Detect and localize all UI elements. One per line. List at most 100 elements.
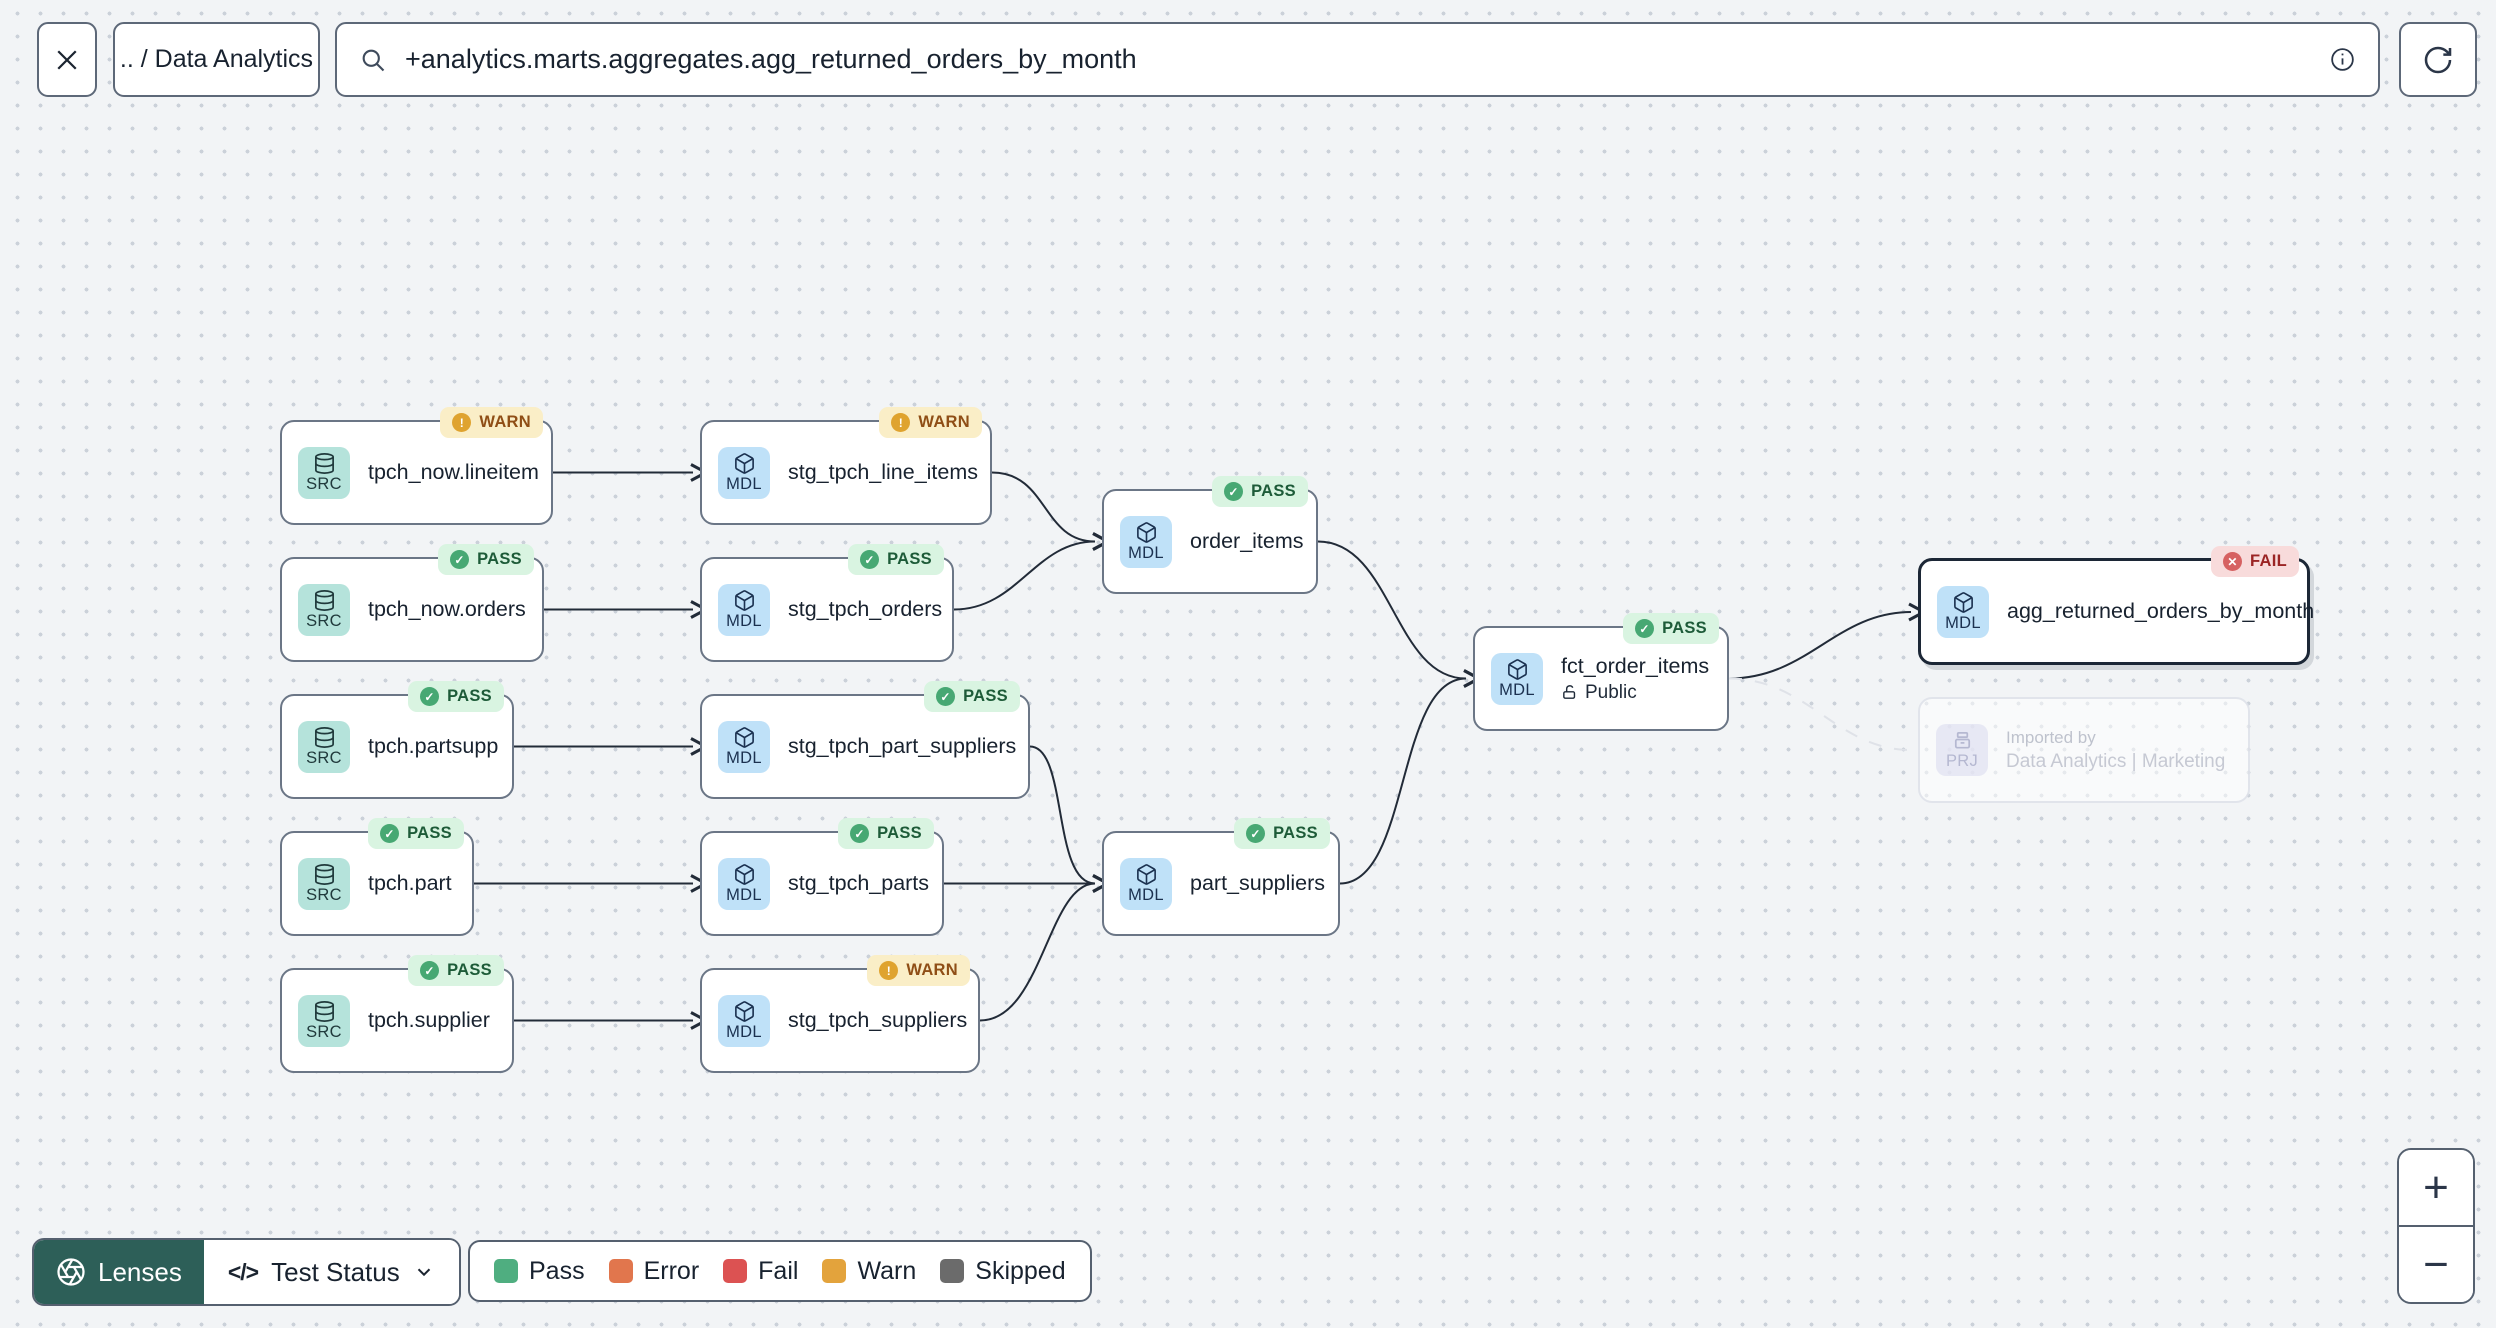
source-type-chip: SRC: [298, 994, 350, 1047]
model-type-chip: MDL: [718, 857, 770, 910]
source-type-chip: SRC: [298, 857, 350, 910]
lens-select[interactable]: </> Test Status: [203, 1240, 459, 1304]
info-icon[interactable]: [2329, 46, 2356, 73]
node-stg-tpch-line-items[interactable]: !WARN MDL stg_tpch_line_items: [700, 407, 992, 525]
pass-swatch: [494, 1259, 518, 1283]
imported-by-projects: Data Analytics | Marketing: [2006, 750, 2226, 772]
close-button[interactable]: [37, 22, 97, 97]
node-order-items[interactable]: ✓ PASS MDL order_items: [1102, 476, 1318, 594]
warn-icon: !: [452, 413, 472, 432]
lock-open-icon: [1563, 685, 1576, 699]
model-type-chip: MDL: [718, 583, 770, 636]
node-imported-by-project: PRJ Imported by Data Analytics | Marketi…: [1918, 697, 2250, 803]
status-badge: ✕FAIL: [2211, 546, 2299, 577]
chevron-down-icon: [417, 1268, 430, 1277]
model-type-chip: MDL: [1120, 857, 1172, 910]
cube-icon: [1507, 658, 1527, 680]
source-type-chip: SRC: [298, 446, 350, 499]
legend-label: Pass: [529, 1256, 585, 1285]
project-type-chip: PRJ: [1936, 724, 1988, 776]
node-title: stg_tpch_suppliers: [788, 1008, 968, 1032]
breadcrumb-label: .. / Data Analytics: [119, 45, 314, 73]
lens-selected-label: Test Status: [271, 1256, 400, 1287]
status-badge: ✓PASS: [838, 818, 934, 849]
type-label: SRC: [306, 748, 342, 767]
status-label: PASS: [887, 550, 932, 568]
status-label: PASS: [1273, 824, 1318, 842]
check-icon: ✓: [380, 824, 400, 843]
cube-icon: [1953, 591, 1973, 613]
cube-icon: [1136, 863, 1156, 885]
lens-control: Lenses </> Test Status: [32, 1238, 461, 1306]
model-type-chip: MDL: [1491, 652, 1543, 705]
lenses-button[interactable]: Lenses: [34, 1240, 204, 1304]
status-label: FAIL: [2250, 552, 2287, 570]
node-title: fct_order_items: [1561, 653, 1710, 678]
database-icon: [314, 589, 334, 611]
node-stg-tpch-orders[interactable]: ✓PASS MDL stg_tpch_orders: [700, 544, 954, 662]
node-agg-returned-orders-by-month[interactable]: ✕FAIL MDL agg_returned_orders_by_month: [1918, 546, 2314, 665]
minus-icon: −: [2423, 1239, 2449, 1289]
node-stg-tpch-part-suppliers[interactable]: ✓PASS MDL stg_tpch_part_suppliers: [700, 681, 1030, 799]
status-badge: ✓PASS: [408, 681, 504, 712]
node-part-suppliers[interactable]: ✓PASS MDL part_suppliers: [1102, 818, 1340, 936]
legend-item-warn: Warn: [822, 1257, 916, 1286]
status-badge: !WARN: [867, 955, 970, 986]
type-label: SRC: [306, 1022, 342, 1041]
node-fct-order-items[interactable]: ✓ PASS MDL fct_order_items Public: [1473, 613, 1729, 731]
status-label: WARN: [918, 413, 970, 431]
legend-item-pass: Pass: [494, 1257, 585, 1286]
search-input[interactable]: [403, 43, 2313, 76]
zoom-out-button[interactable]: −: [2399, 1225, 2473, 1302]
zoom-in-button[interactable]: +: [2399, 1150, 2473, 1225]
warn-icon: !: [891, 413, 911, 432]
skipped-swatch: [940, 1259, 965, 1283]
legend-label: Fail: [758, 1256, 799, 1285]
check-icon: ✓: [1246, 824, 1266, 843]
node-tpch-part[interactable]: ✓PASS SRC tpch.part: [280, 818, 474, 936]
node-tpch-partsupp[interactable]: ✓PASS SRC tpch.partsupp: [280, 681, 514, 799]
cube-icon: [1136, 521, 1156, 543]
access-label: Public: [1585, 681, 1637, 703]
database-icon: [314, 726, 334, 748]
type-label: MDL: [1128, 885, 1164, 904]
type-label: MDL: [726, 885, 762, 904]
legend-item-skipped: Skipped: [940, 1257, 1066, 1286]
check-icon: ✓: [420, 961, 440, 980]
node-tpch-supplier[interactable]: ✓PASS SRC tpch.supplier: [280, 955, 514, 1073]
node-tpch-now-lineitem[interactable]: !WARN SRC tpch_now.lineitem: [280, 407, 553, 525]
status-label: PASS: [447, 961, 492, 979]
node-stg-tpch-parts[interactable]: ✓PASS MDL stg_tpch_parts: [700, 818, 944, 936]
breadcrumb[interactable]: .. / Data Analytics: [113, 22, 320, 97]
node-tpch-now-orders[interactable]: ✓PASS SRC tpch_now.orders: [280, 544, 544, 662]
warn-swatch: [822, 1259, 847, 1283]
search-bar: [335, 22, 2380, 97]
status-label: PASS: [1662, 619, 1707, 637]
legend-label: Warn: [857, 1256, 917, 1285]
node-stg-tpch-suppliers[interactable]: !WARN MDL stg_tpch_suppliers: [700, 955, 980, 1073]
cube-icon: [734, 863, 754, 885]
refresh-button[interactable]: [2399, 22, 2477, 97]
type-label: SRC: [306, 885, 342, 904]
node-title: tpch.partsupp: [368, 734, 499, 758]
code-icon: </>: [227, 1258, 259, 1285]
status-badge: ✓ PASS: [408, 955, 504, 986]
type-label: MDL: [1128, 543, 1164, 562]
node-title: agg_returned_orders_by_month: [2007, 599, 2315, 623]
legend-label: Error: [643, 1256, 700, 1285]
cube-icon: [734, 589, 754, 611]
test-status-legend: Pass Error Fail Warn Skipped: [468, 1240, 1092, 1302]
check-icon: ✓: [1635, 619, 1655, 638]
node-title: tpch_now.orders: [368, 597, 526, 621]
model-type-chip: MDL: [718, 446, 770, 499]
cube-icon: [734, 726, 754, 748]
project-icon: [1954, 731, 1970, 749]
status-label: PASS: [1251, 482, 1296, 500]
check-icon: ✓: [420, 687, 440, 706]
check-icon: ✓: [1224, 482, 1244, 501]
cube-icon: [734, 1000, 754, 1022]
node-title: order_items: [1190, 529, 1304, 553]
error-swatch: [608, 1259, 633, 1283]
type-label: PRJ: [1945, 752, 1979, 771]
